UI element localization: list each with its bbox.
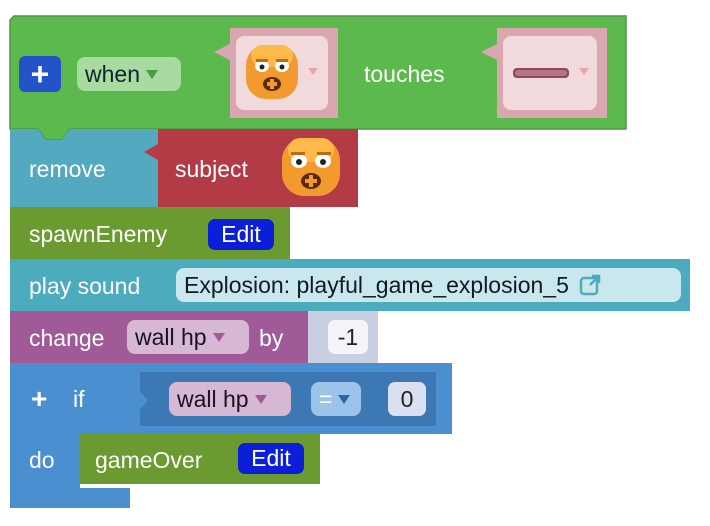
touches-label: touches: [364, 61, 445, 87]
spawn-enemy-edit-button[interactable]: Edit: [208, 219, 274, 250]
orange-monster-icon: [246, 45, 318, 99]
spawn-enemy-label: spawnEnemy: [29, 221, 168, 247]
game-over-edit-button[interactable]: Edit: [238, 443, 304, 474]
play-sound-label: play sound: [29, 273, 141, 299]
operator-dropdown[interactable]: =: [311, 382, 361, 416]
sound-value: Explosion: playful_game_explosion_5: [184, 271, 569, 298]
chevron-down-icon: [145, 69, 158, 79]
edit-label: Edit: [221, 221, 261, 247]
if-label: if: [73, 386, 85, 412]
chevron-down-icon: [254, 394, 267, 404]
external-link-icon[interactable]: [579, 274, 601, 296]
chevron-down-icon: [338, 394, 351, 404]
do-label: do: [29, 447, 55, 473]
event-dropdown[interactable]: when: [77, 57, 181, 91]
chevron-down-icon: [212, 332, 225, 342]
by-label: by: [259, 325, 284, 351]
operator-label: =: [319, 385, 333, 412]
plus-icon: +: [30, 56, 50, 92]
event-dropdown-label: when: [85, 60, 140, 87]
change-label: change: [29, 325, 105, 351]
target-sprite-dropdown[interactable]: [503, 36, 597, 110]
if-variable-dropdown[interactable]: wall hp: [169, 382, 291, 416]
subject-label: subject: [175, 156, 248, 182]
change-variable-dropdown[interactable]: wall hp: [127, 320, 249, 354]
edit-label: Edit: [251, 445, 291, 471]
change-variable-label: wall hp: [135, 323, 207, 350]
subject-sprite-dropdown[interactable]: [236, 36, 328, 110]
sound-selector[interactable]: Explosion: playful_game_explosion_5: [176, 268, 681, 302]
compare-value: 0: [400, 385, 414, 412]
change-amount-value: -1: [337, 323, 359, 350]
add-plus-button[interactable]: +: [19, 56, 61, 92]
remove-label: remove: [29, 156, 106, 182]
wall-sprite-icon: [513, 68, 589, 78]
subject-monster-icon: [280, 136, 342, 198]
game-over-label: gameOver: [95, 447, 203, 473]
change-amount-field[interactable]: -1: [328, 320, 368, 354]
if-plus-button[interactable]: +: [31, 383, 48, 414]
if-variable-label: wall hp: [177, 385, 249, 412]
compare-value-field[interactable]: 0: [388, 382, 426, 416]
